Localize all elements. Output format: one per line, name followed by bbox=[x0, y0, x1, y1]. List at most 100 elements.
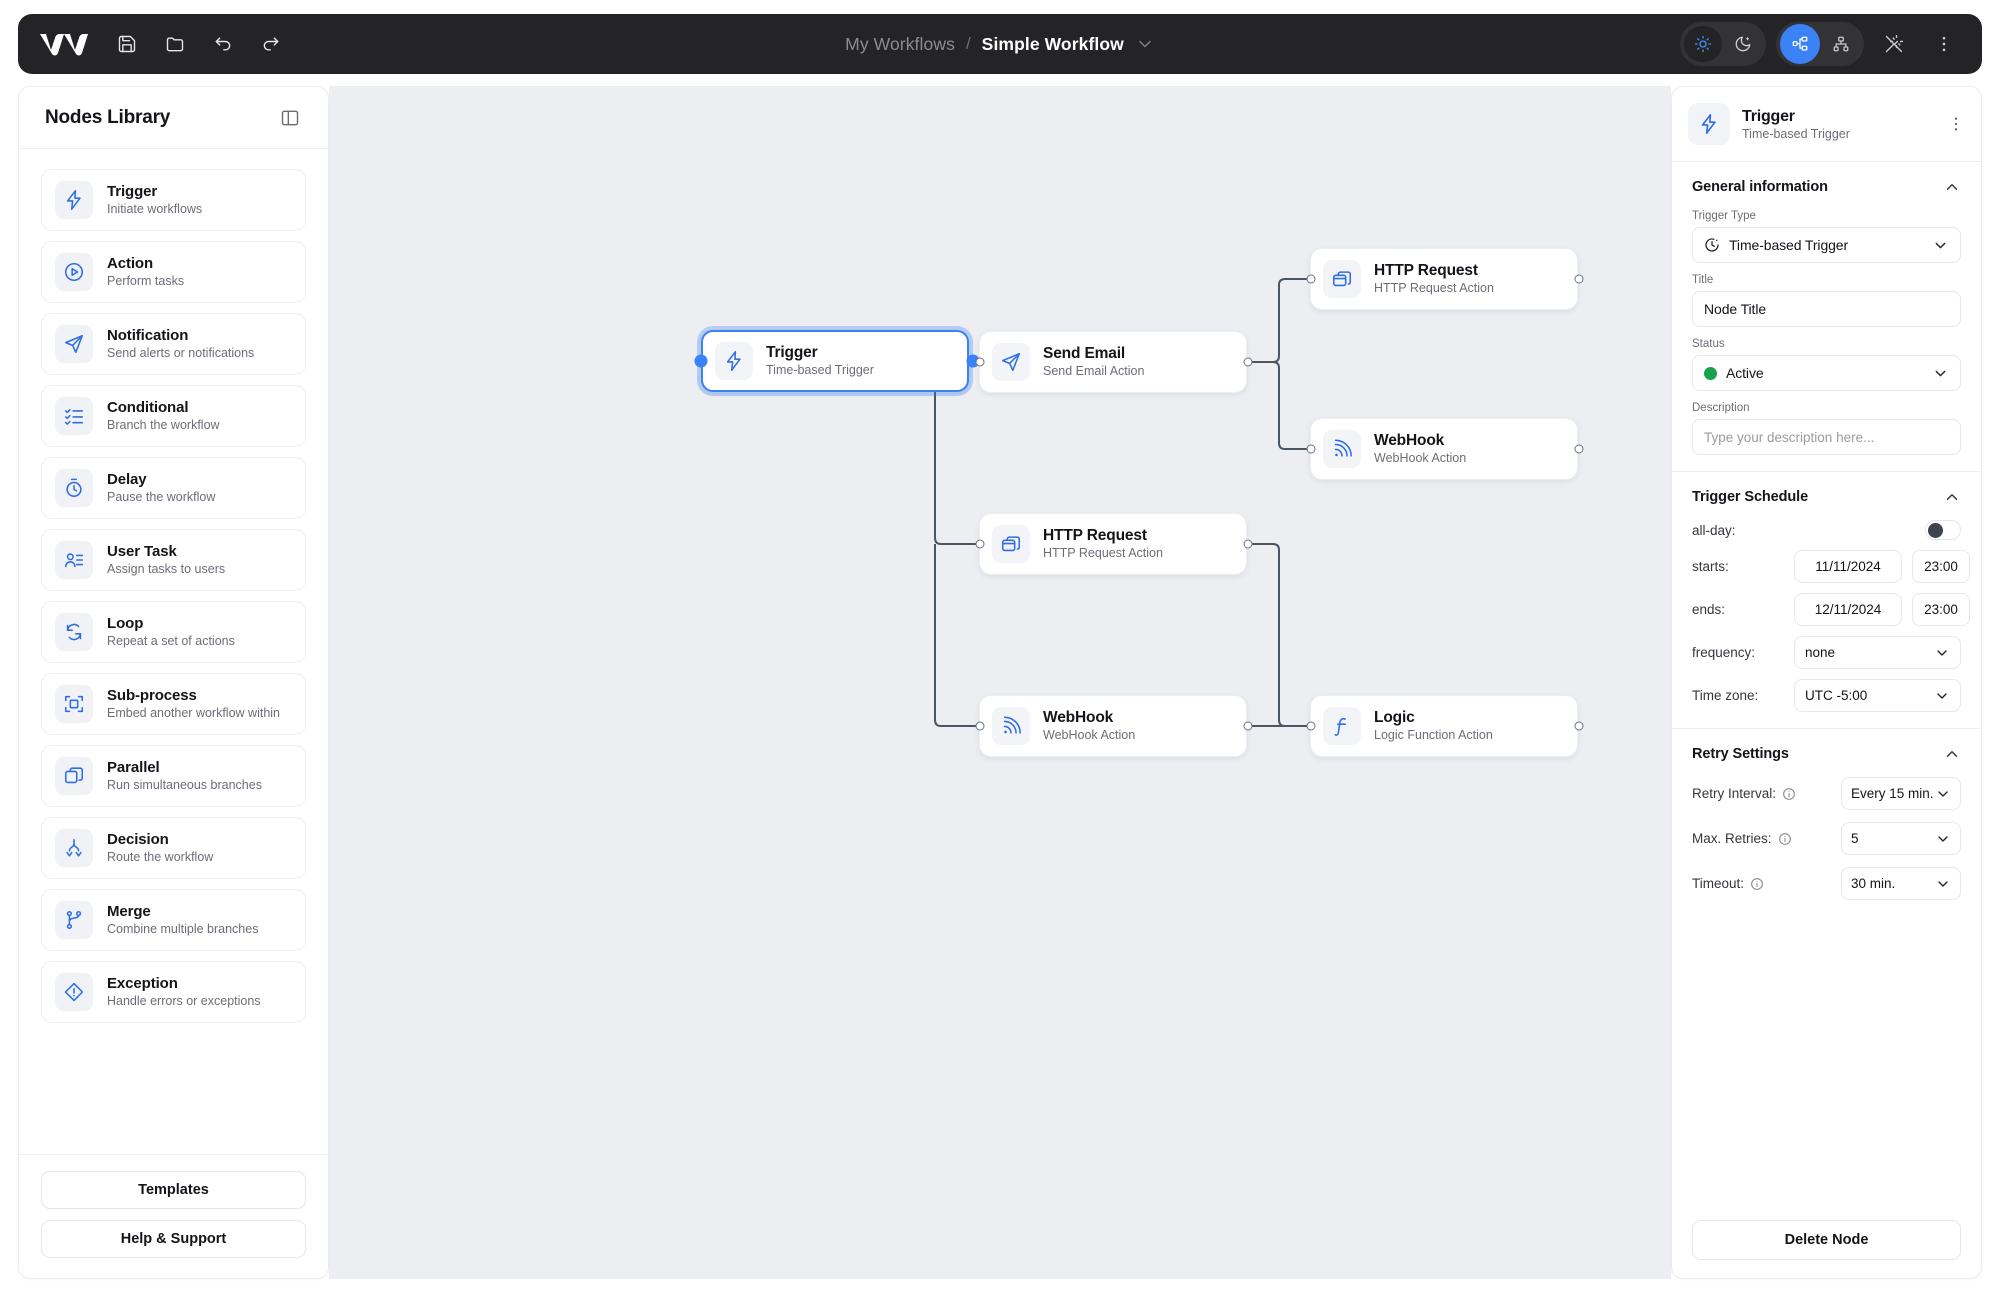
chevron-up-icon[interactable] bbox=[1943, 745, 1961, 763]
all-day-toggle[interactable] bbox=[1925, 520, 1961, 540]
node-output-port[interactable] bbox=[1243, 357, 1253, 367]
frequency-select[interactable]: none bbox=[1794, 636, 1961, 669]
retry-setting-select[interactable]: Every 15 min. bbox=[1841, 777, 1961, 810]
starts-time-input[interactable]: 23:00 bbox=[1912, 550, 1970, 583]
section-retry-settings: Retry Settings Retry Interval: Every 15 m… bbox=[1672, 729, 1981, 926]
retry-setting-value: 5 bbox=[1851, 831, 1859, 846]
node-input-port[interactable] bbox=[975, 721, 985, 731]
timezone-select[interactable]: UTC -5:00 bbox=[1794, 679, 1961, 712]
branch-split-icon bbox=[55, 829, 93, 867]
checklist-icon bbox=[55, 397, 93, 435]
ends-date-input[interactable]: 12/11/2024 bbox=[1794, 593, 1902, 626]
section-retry-title: Retry Settings bbox=[1692, 746, 1789, 762]
canvas-node-subtitle: HTTP Request Action bbox=[1043, 546, 1163, 561]
node-input-port[interactable] bbox=[975, 539, 985, 549]
moon-icon[interactable] bbox=[1724, 26, 1762, 62]
node-input-port[interactable] bbox=[1306, 721, 1316, 731]
description-input[interactable]: Type your description here... bbox=[1692, 419, 1961, 455]
canvas-node-title: HTTP Request bbox=[1374, 261, 1478, 279]
chevron-down-icon[interactable] bbox=[1935, 786, 1951, 802]
chevron-down-icon[interactable] bbox=[1932, 237, 1949, 254]
graph-vertical-icon[interactable] bbox=[1822, 26, 1860, 62]
retry-label-wrap: Retry Interval: bbox=[1692, 786, 1796, 801]
node-input-port[interactable] bbox=[694, 354, 708, 368]
library-item-desc: Embed another workflow within bbox=[107, 705, 280, 720]
node-output-port[interactable] bbox=[1574, 444, 1584, 454]
panel-footer: Delete Node bbox=[1672, 1208, 1981, 1278]
stacked-windows-icon bbox=[992, 525, 1030, 563]
breadcrumb-current[interactable]: Simple Workflow bbox=[981, 33, 1124, 54]
chevron-down-icon[interactable] bbox=[1934, 645, 1950, 661]
help-support-button[interactable]: Help & Support bbox=[41, 1220, 306, 1258]
node-input-port[interactable] bbox=[1306, 444, 1316, 454]
lightning-bolt-icon bbox=[715, 342, 753, 380]
wand-off-icon[interactable] bbox=[1874, 24, 1914, 64]
chevron-down-icon[interactable] bbox=[1932, 365, 1949, 382]
kebab-menu-icon[interactable] bbox=[1947, 115, 1965, 133]
app-logo[interactable] bbox=[36, 29, 92, 59]
section-retry-header[interactable]: Retry Settings bbox=[1692, 745, 1961, 763]
node-output-port[interactable] bbox=[1243, 539, 1253, 549]
chevron-down-icon[interactable] bbox=[1135, 34, 1155, 54]
chevron-up-icon[interactable] bbox=[1943, 178, 1961, 196]
status-select[interactable]: Active bbox=[1692, 355, 1961, 391]
node-output-port[interactable] bbox=[1574, 274, 1584, 284]
canvas-node-title: WebHook bbox=[1043, 708, 1114, 726]
loop-arrows-icon bbox=[55, 613, 93, 651]
sun-icon[interactable] bbox=[1684, 26, 1722, 62]
chevron-down-icon[interactable] bbox=[1935, 831, 1951, 847]
retry-setting-select[interactable]: 30 min. bbox=[1841, 867, 1961, 900]
chevron-up-icon[interactable] bbox=[1943, 488, 1961, 506]
starts-date-input[interactable]: 11/11/2024 bbox=[1794, 550, 1902, 583]
save-icon[interactable] bbox=[114, 31, 140, 57]
undo-icon[interactable] bbox=[210, 31, 236, 57]
chevron-down-icon[interactable] bbox=[1935, 876, 1951, 892]
retry-setting-select[interactable]: 5 bbox=[1841, 822, 1961, 855]
redo-icon[interactable] bbox=[258, 31, 284, 57]
node-input-port[interactable] bbox=[1306, 274, 1316, 284]
breadcrumb-parent[interactable]: My Workflows bbox=[845, 33, 955, 54]
kebab-menu-icon[interactable] bbox=[1924, 24, 1964, 64]
node-output-port[interactable] bbox=[1243, 721, 1253, 731]
lightning-bolt-icon bbox=[1688, 103, 1730, 145]
trigger-type-select[interactable]: Time-based Trigger bbox=[1692, 227, 1961, 263]
graph-horizontal-icon[interactable] bbox=[1780, 24, 1820, 64]
panel-collapse-icon[interactable] bbox=[280, 107, 302, 129]
chevron-down-icon[interactable] bbox=[1934, 688, 1950, 704]
delete-node-button[interactable]: Delete Node bbox=[1692, 1220, 1961, 1260]
section-schedule-header[interactable]: Trigger Schedule bbox=[1692, 488, 1961, 506]
node-output-port[interactable] bbox=[1574, 721, 1584, 731]
info-icon[interactable] bbox=[1778, 832, 1792, 846]
ends-time-input[interactable]: 23:00 bbox=[1912, 593, 1970, 626]
info-icon[interactable] bbox=[1782, 787, 1796, 801]
node-input-port[interactable] bbox=[975, 357, 985, 367]
starts-label: starts: bbox=[1692, 559, 1729, 574]
section-general-header[interactable]: General information bbox=[1692, 178, 1961, 196]
open-folder-icon[interactable] bbox=[162, 31, 188, 57]
library-item-label: Parallel bbox=[107, 759, 160, 777]
info-icon[interactable] bbox=[1750, 877, 1764, 891]
title-input[interactable]: Node Title bbox=[1692, 291, 1961, 327]
templates-button[interactable]: Templates bbox=[41, 1171, 306, 1209]
